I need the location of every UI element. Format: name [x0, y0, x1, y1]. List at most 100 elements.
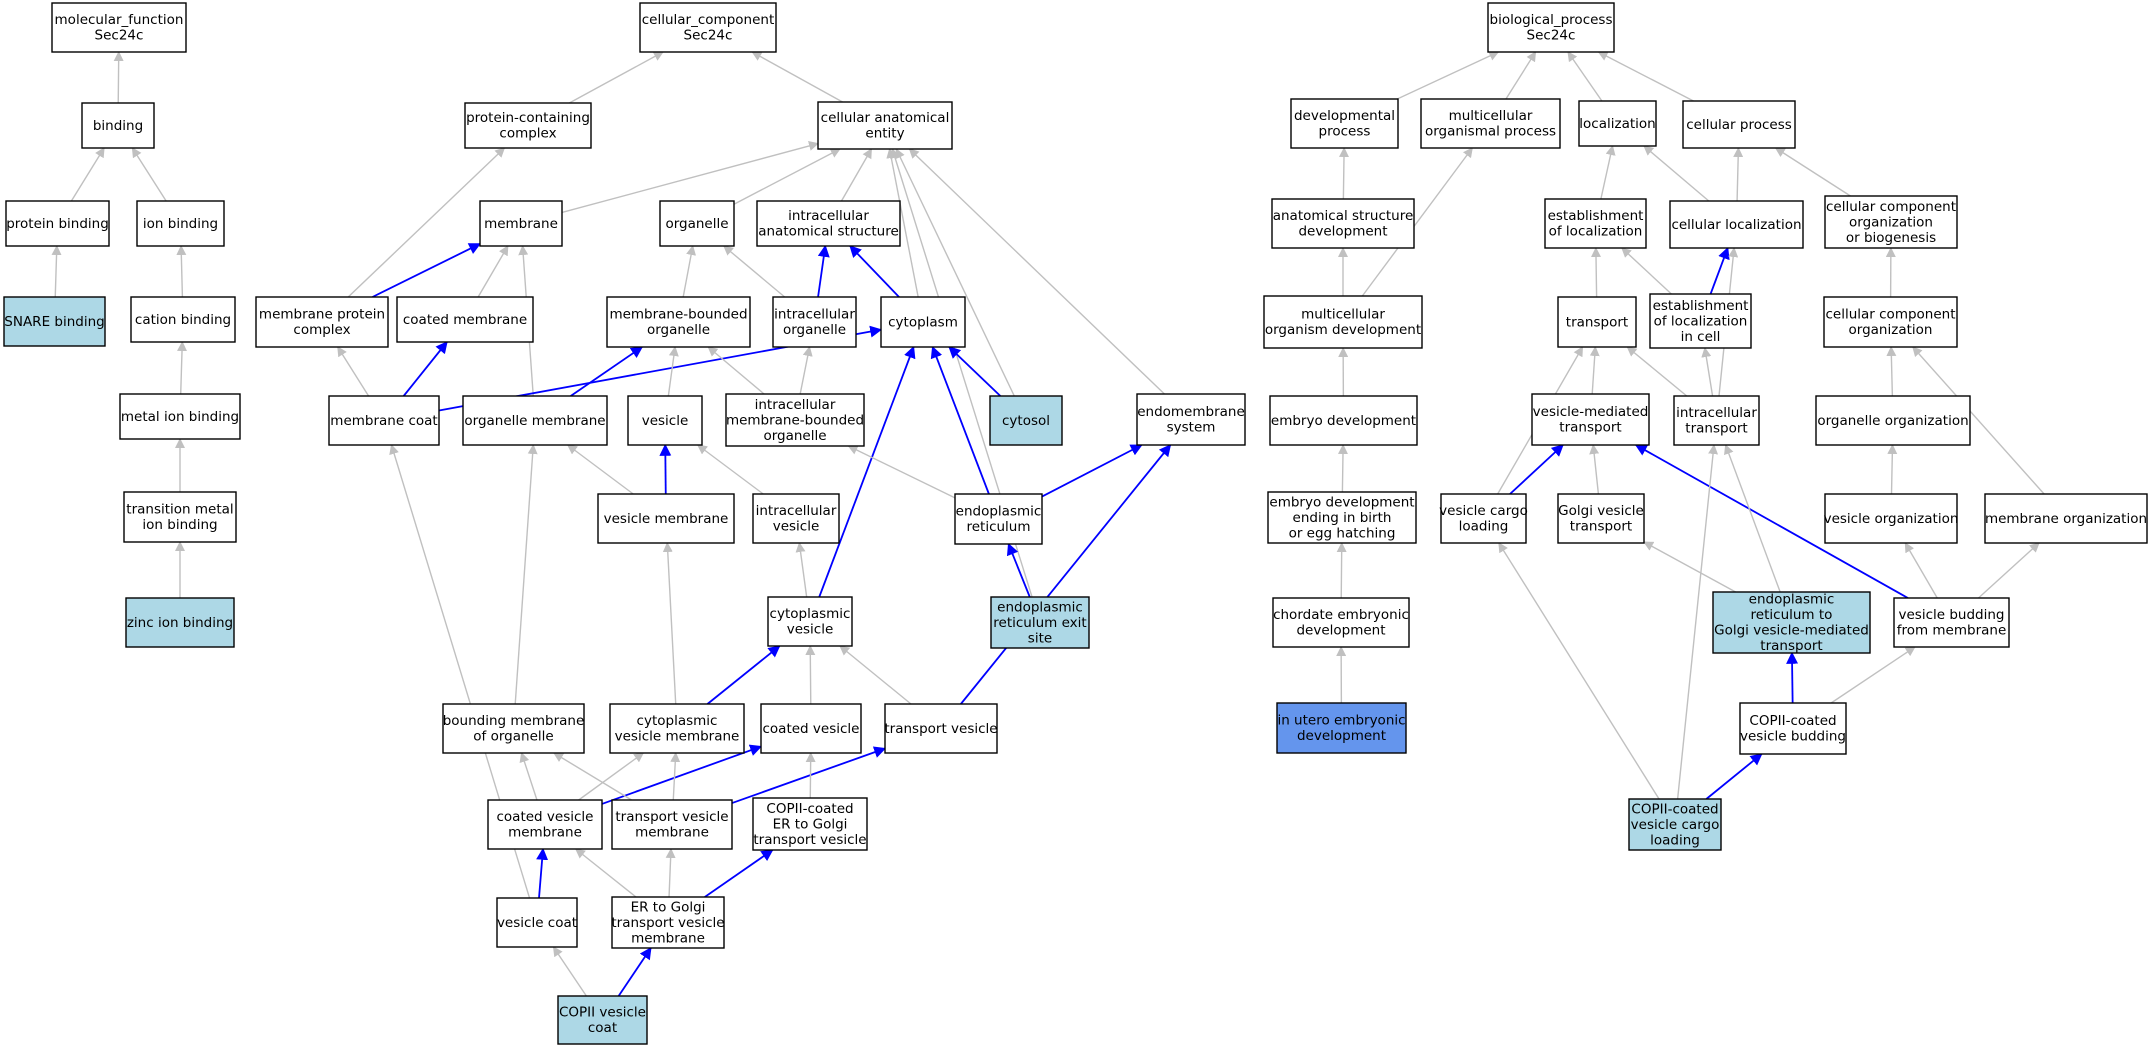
node-label: establishment	[1548, 208, 1644, 224]
node-orgorg[interactable]: organelle organization	[1815, 395, 1971, 446]
node-binding[interactable]: binding	[81, 102, 155, 149]
edge-edeb-to-embdev	[1337, 444, 1348, 493]
node-label: multicellular	[1449, 108, 1533, 124]
node-membrane[interactable]: membrane	[479, 200, 563, 247]
node-label: of organelle	[473, 729, 553, 745]
node-memcoat[interactable]: membrane coat	[328, 395, 440, 446]
node-cellproc[interactable]: cellular process	[1682, 100, 1796, 149]
node-box	[725, 393, 865, 447]
node-box	[557, 995, 648, 1045]
node-label: coated membrane	[403, 312, 527, 328]
node-cellloc[interactable]: cellular localization	[1669, 200, 1804, 249]
edge-vbm-to-vmt	[1634, 444, 1909, 599]
edge-cationbind-to-ionbind	[176, 245, 187, 298]
node-label: transport	[1685, 421, 1747, 437]
node-label: cation binding	[135, 312, 231, 328]
node-cytosol[interactable]: cytosol	[989, 395, 1063, 446]
node-box	[611, 896, 725, 949]
edge-vesmem-to-vesicle	[659, 443, 672, 495]
node-label: protein binding	[6, 216, 109, 232]
node-cationbind[interactable]: cation binding	[130, 296, 236, 343]
node-label: binding	[93, 118, 143, 134]
node-metalbind[interactable]: metal ion binding	[119, 393, 241, 440]
edge-ergtvm-to-tvm	[665, 848, 676, 898]
node-organelle[interactable]: organelle	[659, 200, 735, 247]
node-orgmem[interactable]: organelle membrane	[462, 395, 608, 446]
node-box	[255, 296, 389, 348]
edge-vescoat-to-cvmem	[536, 847, 549, 899]
node-vesicle[interactable]: vesicle	[627, 395, 703, 446]
node-transves[interactable]: transport vesicle	[884, 703, 998, 754]
node-transport[interactable]: transport	[1557, 296, 1637, 348]
node-coatedmem[interactable]: coated membrane	[396, 296, 534, 343]
node-memorg[interactable]: membrane organization	[1984, 493, 2148, 544]
node-vescoat[interactable]: vesicle coat	[496, 897, 578, 948]
edge-cellproc-to-bp	[1597, 51, 1694, 102]
node-protbind[interactable]: protein binding	[5, 200, 110, 247]
node-box	[817, 101, 953, 150]
edge-ergtvm-to-copiiertv	[704, 849, 774, 898]
node-label: membrane-bounded	[726, 412, 864, 428]
node-cytoplasm[interactable]: cytoplasm	[880, 296, 966, 348]
node-box	[1136, 393, 1246, 446]
node-zinc[interactable]: zinc ion binding	[125, 597, 235, 648]
node-vesmem[interactable]: vesicle membrane	[597, 493, 735, 544]
node-localization[interactable]: localization	[1578, 100, 1657, 147]
node-snare[interactable]: SNARE binding	[3, 296, 106, 347]
node-ionbind[interactable]: ion binding	[136, 200, 225, 247]
node-label: anatomical structure	[1273, 208, 1414, 224]
node-vesorg[interactable]: vesicle organization	[1824, 493, 1959, 544]
node-label: membrane-bounded	[609, 307, 747, 323]
edge-gvt-to-vmt	[1589, 444, 1600, 495]
node-box	[5, 200, 110, 247]
node-label: development	[1296, 623, 1385, 639]
edge-cvm-to-cytves	[706, 645, 781, 705]
edge-cytosol-to-cytoplasm	[948, 346, 1002, 397]
node-coatedves[interactable]: coated vesicle	[760, 703, 862, 754]
edge-copiivb-to-ergvmt	[1786, 651, 1799, 704]
node-embdev[interactable]: embryo development	[1269, 395, 1418, 446]
